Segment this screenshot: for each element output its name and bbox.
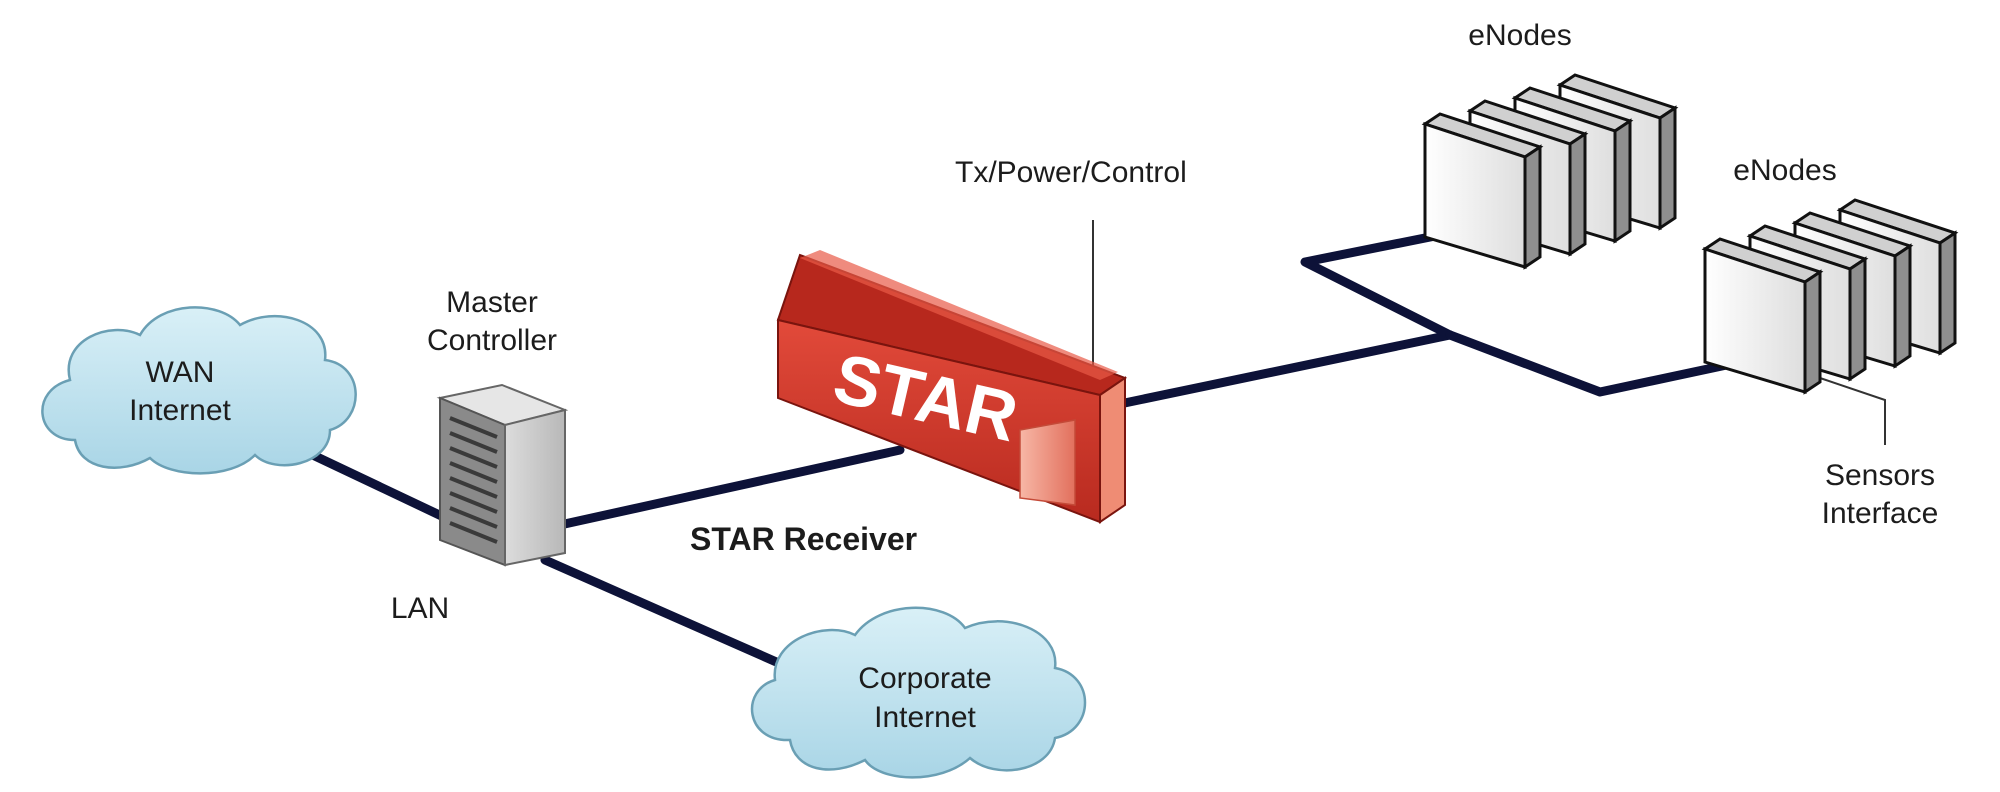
wan-label-line1: WAN [146, 356, 215, 389]
master-controller-label-line1: Master [446, 286, 538, 319]
corporate-internet-cloud: Corporate Internet [750, 606, 1087, 779]
star-end-cap [1099, 376, 1126, 524]
lan-label: LAN [391, 592, 449, 625]
link-hub-to-enodes-right [1445, 330, 1755, 397]
sensors-interface-label-line2: Interface [1822, 497, 1939, 530]
server-front [504, 408, 566, 567]
corporate-cloud-shape [750, 606, 1087, 779]
server-drive-bays [449, 416, 498, 544]
link-controller-to-star [555, 445, 905, 530]
star-receiver-label: STAR Receiver [690, 521, 917, 557]
star-ridge [800, 250, 1118, 380]
enodes-right-group: eNodes [1701, 154, 1959, 395]
tx-power-control-label: Tx/Power/Control [955, 156, 1187, 189]
enode-right-1 [1701, 237, 1824, 395]
link-controller-to-corporate [540, 555, 795, 673]
wan-cloud-shape [41, 306, 357, 475]
enode-top-1 [1421, 112, 1544, 270]
star-light-block [1019, 419, 1076, 506]
corporate-label-line1: Corporate [858, 662, 991, 695]
enodes-top-label: eNodes [1468, 19, 1571, 52]
callout-sensors-interface [1819, 377, 1886, 445]
wan-internet-cloud: WAN Internet [41, 306, 357, 475]
star-receiver-device: STAR [776, 250, 1128, 524]
network-links [255, 223, 1755, 673]
corporate-label-line2: Internet [874, 701, 976, 734]
enodes-top-group: eNodes [1421, 19, 1679, 270]
link-hub-to-enodes-top [1300, 223, 1480, 340]
wan-label-line2: Internet [129, 394, 231, 427]
sensors-interface-label-line1: Sensors [1825, 459, 1935, 492]
master-controller-label-line2: Controller [427, 324, 557, 357]
link-star-to-hub [1110, 330, 1455, 410]
enodes-right-label: eNodes [1733, 154, 1836, 187]
master-controller-server: Master Controller [427, 286, 569, 567]
